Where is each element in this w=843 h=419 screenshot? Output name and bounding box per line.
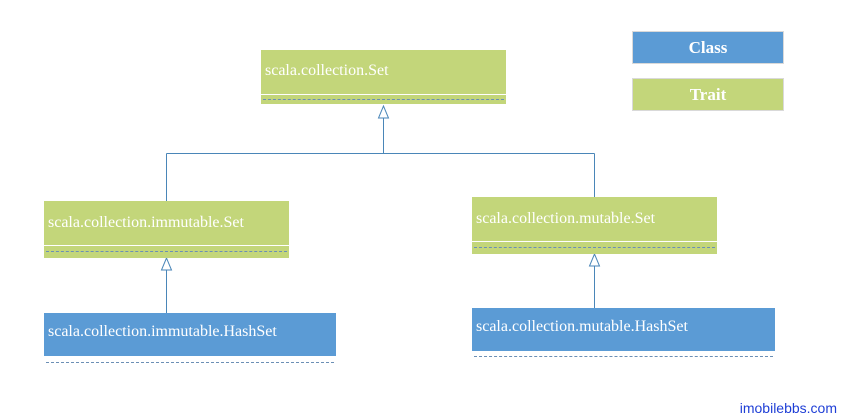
node-immutable-hashset-dashed-separator	[46, 362, 334, 363]
legend-class: Class	[632, 31, 784, 64]
legend-trait: Trait	[632, 78, 784, 111]
node-label: scala.collection.mutable.Set	[476, 210, 656, 227]
arrowhead-immutable-set	[160, 256, 173, 271]
node-label: scala.collection.immutable.Set	[48, 214, 244, 231]
node-label: scala.collection.Set	[265, 62, 389, 79]
node-label: scala.collection.immutable.HashSet	[48, 323, 277, 340]
node-scala-collection-mutable-hashset: scala.collection.mutable.HashSet	[472, 308, 775, 351]
node-scala-collection-immutable-hashset: scala.collection.immutable.HashSet	[44, 313, 336, 356]
node-scala-collection-immutable-set: scala.collection.immutable.Set	[44, 201, 289, 258]
node-mutable-hashset-dashed-separator	[474, 356, 773, 357]
node-dashed-separator	[46, 251, 287, 252]
node-scala-collection-set: scala.collection.Set	[261, 50, 506, 104]
arrowhead-mutable-set	[588, 252, 601, 267]
node-separator	[261, 94, 506, 95]
watermark: imobilebbs.com	[739, 400, 837, 416]
node-dashed-separator	[474, 247, 715, 248]
legend-trait-label: Trait	[689, 85, 727, 104]
arrowhead-set	[377, 104, 390, 119]
node-separator	[472, 241, 717, 242]
node-label: scala.collection.mutable.HashSet	[476, 318, 688, 335]
node-dashed-separator	[263, 99, 504, 100]
legend-class-label: Class	[688, 38, 728, 57]
node-separator	[44, 245, 289, 246]
edge-set-children	[166, 118, 595, 313]
node-scala-collection-mutable-set: scala.collection.mutable.Set	[472, 197, 717, 254]
